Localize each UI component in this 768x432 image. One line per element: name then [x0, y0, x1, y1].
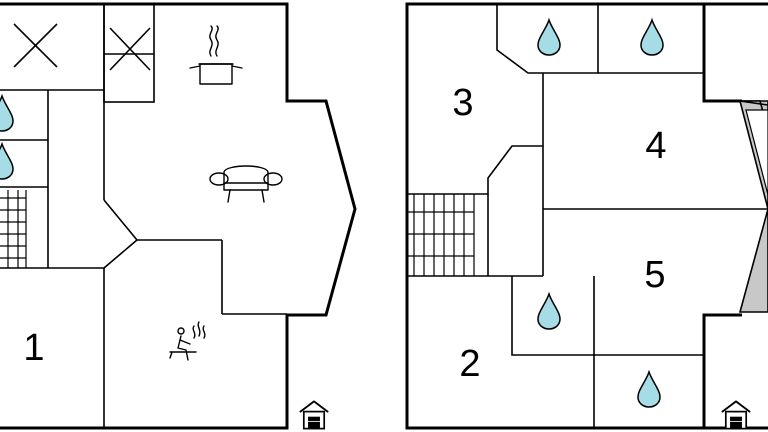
x-box-icon [13, 23, 58, 68]
shower-drop-icon [637, 371, 661, 408]
wall [702, 313, 742, 428]
shower-drop-icon [0, 143, 14, 180]
shower-drop-icon [537, 293, 561, 330]
entrance-icon [721, 400, 751, 430]
wall [408, 145, 543, 195]
room-label-5: 5 [644, 254, 665, 296]
ground-floor-plan: 1 [0, 2, 357, 430]
staircase [408, 194, 475, 276]
bay-window-edge [739, 100, 768, 131]
x-box-icon [109, 27, 151, 71]
room-label-3: 3 [452, 82, 473, 124]
shower-drop-icon [0, 95, 14, 132]
room-label-4: 4 [645, 125, 666, 167]
wall [511, 276, 595, 356]
upper-floor-outer-wall [405, 2, 768, 430]
shower-drop-icon [640, 19, 664, 56]
sofa-icon [209, 165, 283, 203]
room-label-2: 2 [459, 343, 480, 385]
entrance-icon [299, 400, 329, 430]
ground-floor-outer-wall [0, 2, 357, 430]
bay-window-pane [745, 109, 768, 196]
upper-floor-plan: 3 4 5 2 [405, 2, 768, 430]
closet [103, 3, 155, 103]
staircase [0, 190, 27, 268]
room-label-1: 1 [23, 327, 44, 369]
wall [702, 4, 742, 103]
kitchen-pot-icon [189, 25, 243, 85]
sauna-icon [169, 321, 206, 361]
wall [103, 199, 139, 269]
wall [496, 4, 599, 74]
shower-drop-icon [537, 19, 561, 56]
